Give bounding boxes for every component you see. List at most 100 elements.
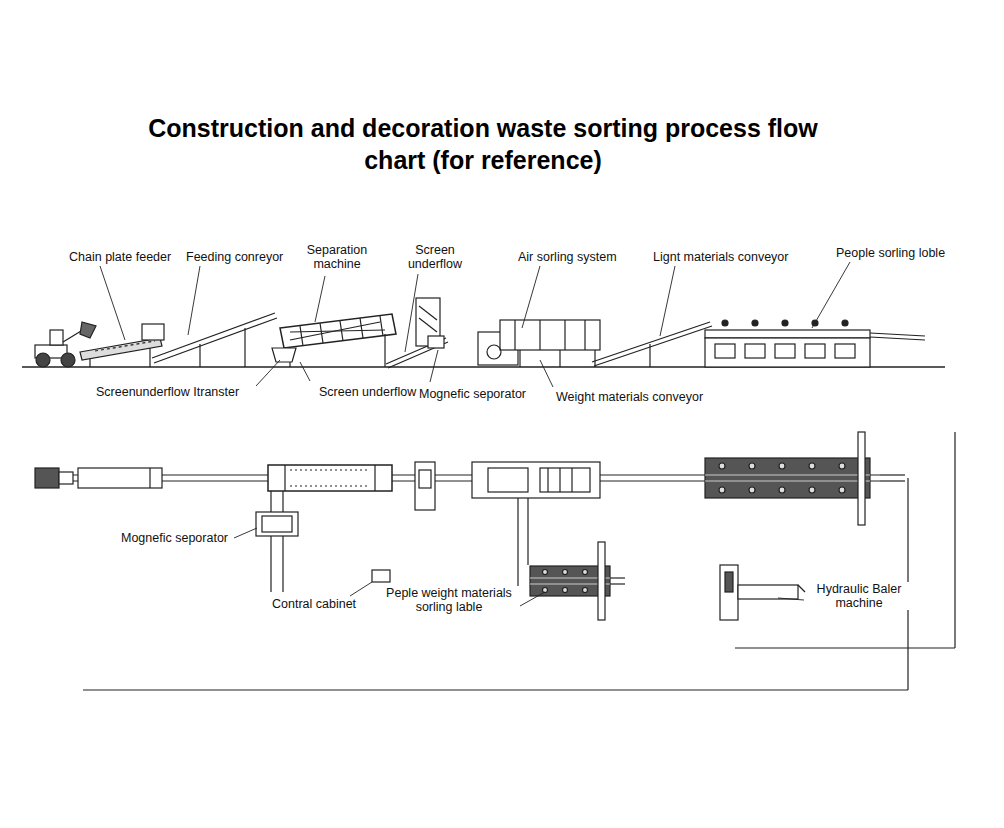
people-sorting-table <box>782 320 788 326</box>
part-label: Hydraulic Baler machine <box>806 582 912 610</box>
plan-air-sorting <box>488 468 528 492</box>
plan-control-cabinet <box>372 570 390 582</box>
plan-loader <box>35 468 59 488</box>
people-sorting-table <box>705 330 870 338</box>
plan-branch-right <box>563 570 568 575</box>
people-sorting-table <box>715 344 735 358</box>
plan-trommel <box>374 465 375 491</box>
separation-machine <box>360 318 363 338</box>
plan-magnet <box>415 462 435 510</box>
plan-sorting-table <box>749 487 755 493</box>
plan-branch-right <box>543 570 548 575</box>
plan-sorting-table <box>779 487 785 493</box>
plan-branch-right <box>583 588 588 593</box>
leader-line <box>256 360 280 386</box>
plan-branch-left <box>270 491 271 592</box>
loader <box>50 330 63 345</box>
people-sorting-table <box>745 344 765 358</box>
air-sorting-system <box>559 350 560 367</box>
frame-line <box>735 647 955 648</box>
people-sorting-table <box>870 337 925 340</box>
plan-sorting-table <box>809 487 815 493</box>
plan-air-sorting <box>571 468 572 492</box>
plan-feeder <box>78 468 162 488</box>
plan-sorting-table <box>839 487 845 493</box>
part-label: Air sorling system <box>517 250 618 264</box>
plan-baler <box>725 572 733 592</box>
plan-trommel <box>290 469 370 470</box>
leader-line <box>522 266 540 328</box>
part-label: Contral cabinet <box>271 597 357 611</box>
leader-line <box>350 582 372 596</box>
plan-branch-left <box>256 512 298 536</box>
loader <box>35 322 96 367</box>
plan-sorting-table <box>705 480 870 481</box>
loader <box>61 353 75 367</box>
people-sorting-table <box>805 344 825 358</box>
part-label: Weight materials conveyor <box>555 390 704 404</box>
leader-line <box>300 362 310 381</box>
separation-machine <box>300 326 303 346</box>
part-label: Chain plate feeder <box>68 250 172 264</box>
plan-trommel <box>290 485 370 486</box>
plan-conveyor-line <box>880 474 905 475</box>
plan-branch-left <box>262 516 292 532</box>
part-label: Peple weight materials sorling lable <box>378 586 520 614</box>
leader-line <box>430 350 438 382</box>
part-label: Mognefic seporator <box>418 387 527 401</box>
people-sorting-table <box>842 320 848 326</box>
light-materials-conveyor <box>592 322 712 367</box>
leader-line <box>188 266 200 335</box>
plan-trommel <box>268 465 392 491</box>
plan-loader <box>35 468 73 488</box>
part-label: People sorling loble <box>835 246 946 260</box>
separation-machine <box>290 330 385 332</box>
frame-line <box>83 432 955 690</box>
air-sorting-system <box>594 350 595 367</box>
plan-air-sorting <box>540 468 590 492</box>
plan-feeder <box>149 468 150 488</box>
plan-baler <box>738 585 798 599</box>
plan-sorting-table <box>839 463 845 469</box>
plan-branch-right <box>598 542 605 620</box>
plan-sorting-table <box>749 463 755 469</box>
plan-branch-left <box>256 491 298 592</box>
people-sorting-table <box>705 320 925 367</box>
light-materials-conveyor <box>594 326 712 366</box>
feeding-conveyor <box>199 344 200 367</box>
people-sorting-table <box>870 333 925 336</box>
part-label: Screen underflow <box>405 243 465 271</box>
plan-branch-left <box>282 491 283 592</box>
plan-air-sorting <box>472 462 600 498</box>
plan-sorting-table <box>719 463 725 469</box>
separation-machine <box>272 348 296 362</box>
feeding-conveyor <box>152 313 277 367</box>
frame-tower <box>419 306 437 320</box>
plan-branch-right <box>563 588 568 593</box>
leader-line <box>100 266 125 340</box>
leader-line <box>405 274 418 352</box>
plan-baler <box>720 565 805 620</box>
plan-sorting-table <box>809 463 815 469</box>
plan-trommel <box>284 465 285 491</box>
frame-tower <box>419 318 437 332</box>
feeding-conveyor <box>154 318 277 363</box>
leader-line <box>520 592 545 606</box>
loader <box>36 353 50 367</box>
light-materials-conveyor <box>649 344 650 367</box>
chart-title: Construction and decoration waste sortin… <box>123 112 843 176</box>
leader-line <box>660 266 675 336</box>
chain-plate-feeder <box>95 341 155 351</box>
part-label: Screen underflow <box>318 385 417 399</box>
separation-machine <box>380 316 383 336</box>
plan-branch-right <box>610 583 625 584</box>
plan-sorting-table <box>705 458 870 498</box>
people-sorting-table <box>775 344 795 358</box>
separation-machine <box>280 314 396 348</box>
plan-baler <box>720 565 738 620</box>
leader-line <box>100 262 850 387</box>
air-sorting-system <box>564 320 565 350</box>
frame-line <box>954 432 955 648</box>
plan-sorting-table <box>705 432 870 525</box>
leader-line <box>315 276 325 322</box>
